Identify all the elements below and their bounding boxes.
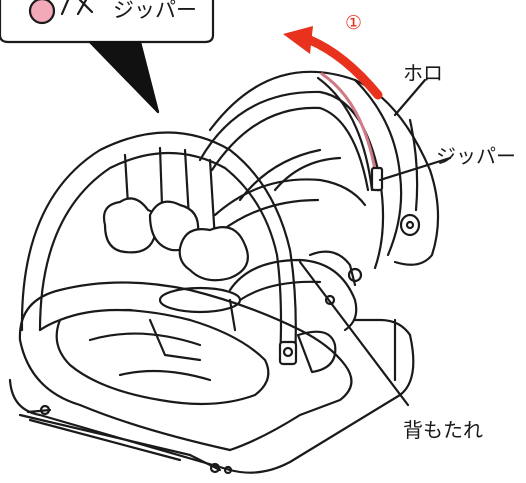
toggle-circle-icon <box>28 0 56 25</box>
callout-zipper-label: ジッパー <box>113 0 197 22</box>
toy-cloud-left <box>102 197 159 254</box>
backrest <box>228 258 358 332</box>
callout-pointer <box>88 40 160 114</box>
seat-pad <box>55 308 270 406</box>
step-number: ① <box>345 12 363 34</box>
leader-canopy <box>393 78 427 117</box>
toy-arch-inner <box>38 151 283 362</box>
seat-shell <box>18 281 353 452</box>
toy-arch-outer <box>20 131 297 362</box>
backrest-label: 背もたれ <box>403 418 483 442</box>
zipper-label: ジッパー <box>436 144 516 168</box>
toy-cloud-right <box>178 226 249 282</box>
canopy-label: ホロ <box>403 61 443 85</box>
canopy-shell <box>208 70 440 266</box>
curved-arrow-icon <box>283 26 383 100</box>
leader-zipper <box>378 156 452 182</box>
leader-backrest <box>298 260 410 407</box>
rocker-base <box>8 333 415 474</box>
